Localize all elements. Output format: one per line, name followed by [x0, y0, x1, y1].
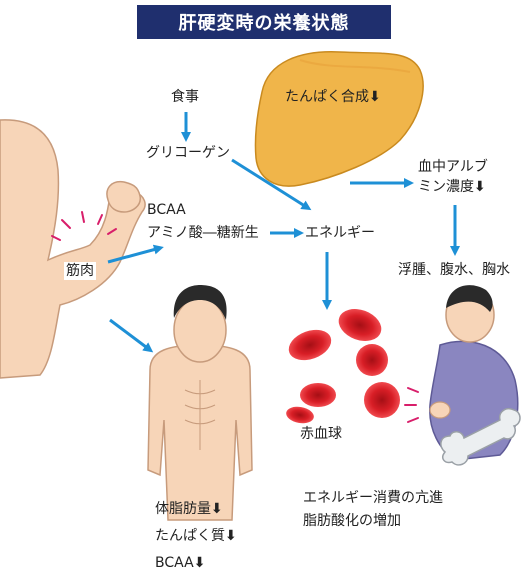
bcaa-low-text: BCAA [155, 555, 194, 571]
muscle-label: 筋肉 [64, 262, 96, 280]
red-blood-cell-illustration [286, 309, 400, 424]
muscle-arm-illustration [0, 119, 146, 379]
flow-arrows [107, 112, 460, 353]
protein-quality-text: たんぱく質 [155, 528, 225, 544]
glycogen-label: グリコーゲン [146, 145, 230, 161]
liver-illustration [254, 51, 424, 187]
bone-illustration [440, 408, 521, 466]
down-arrow-icon: ⬇ [211, 501, 223, 517]
protein-synthesis-text: たんぱく合成 [285, 89, 369, 105]
emaciated-man-illustration [147, 285, 253, 521]
albumin-label-line1: 血中アルブ [418, 159, 488, 175]
protein-synthesis-label: たんぱく合成⬇ [285, 88, 381, 106]
energy-consumption-label: エネルギー消費の亢進 [303, 490, 443, 506]
albumin-text: ミン濃度 [418, 179, 474, 195]
down-arrow-icon: ⬇ [193, 555, 206, 571]
diagram-title: 肝硬変時の栄養状態 [137, 5, 391, 39]
arrow-glycogen-to-energy [231, 158, 312, 211]
protein-quality-label: たんぱく質⬇ [155, 527, 237, 545]
meal-label: 食事 [171, 89, 199, 105]
down-arrow-icon: ⬇ [225, 528, 237, 544]
arrow-muscle-to-thinman [109, 318, 154, 353]
body-fat-label: 体脂肪量⬇ [155, 500, 223, 518]
bcaa-label: BCAA [147, 202, 186, 218]
down-arrow-icon: ⬇ [474, 179, 486, 195]
arrow-muscle-to-amino [107, 244, 164, 264]
albumin-label-line2: ミン濃度⬇ [418, 178, 486, 196]
rbc-label: 赤血球 [300, 426, 342, 442]
bcaa-low-label: BCAA⬇ [155, 554, 205, 572]
body-fat-text: 体脂肪量 [155, 501, 211, 517]
edema-label: 浮腫、腹水、胸水 [398, 262, 510, 278]
energy-label: エネルギー [305, 225, 375, 241]
fat-oxidation-label: 脂肪酸化の増加 [303, 513, 401, 529]
amino-gluconeogenesis-label: アミノ酸―糖新生 [147, 225, 259, 241]
down-arrow-icon: ⬇ [369, 89, 381, 105]
